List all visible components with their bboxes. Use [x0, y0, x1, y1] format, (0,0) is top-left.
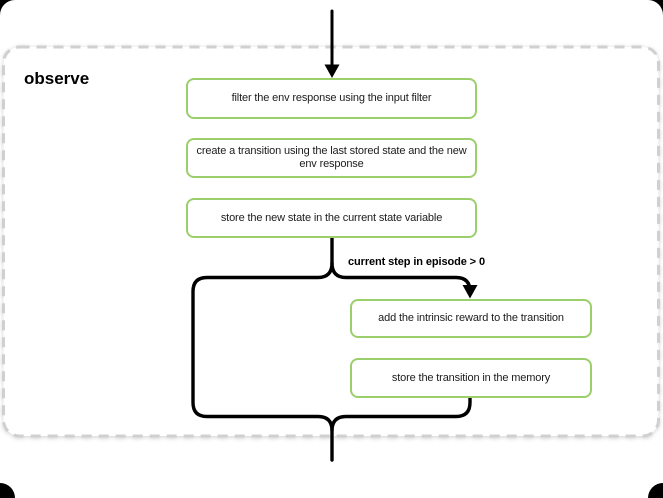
node-label: store the transition in the memory: [391, 371, 551, 384]
node-label: add the intrinsic reward to the transiti…: [378, 312, 564, 324]
node-filter-env-response: filter the env response using the input …: [186, 78, 477, 119]
node-label: create a transition using the last store…: [196, 145, 467, 170]
node-add-intrinsic-reward: add the intrinsic reward to the transiti…: [350, 299, 592, 338]
loop-left-link: [191, 236, 334, 462]
corner-notch-bottom-right: [648, 483, 663, 498]
entry-arrowhead-icon: [324, 64, 340, 78]
corner-notch-top-left: [0, 0, 15, 15]
node-store-current-state: store the new state in the current state…: [186, 198, 477, 238]
corner-notch-bottom-left: [0, 483, 15, 498]
node-create-transition: create a transition using the last store…: [186, 138, 477, 178]
node-store-transition-memory: store the transition in the memory: [350, 358, 592, 398]
node-label: store the new state in the current state…: [220, 211, 443, 224]
frame-title: observe: [24, 69, 90, 88]
node-label: filter the env response using the input …: [231, 92, 432, 104]
branch-arrowhead-icon: [462, 285, 478, 299]
corner-notch-top-right: [648, 0, 663, 15]
edge-condition-label: current step in episode > 0: [348, 256, 485, 268]
branch-return-link: [330, 395, 472, 433]
